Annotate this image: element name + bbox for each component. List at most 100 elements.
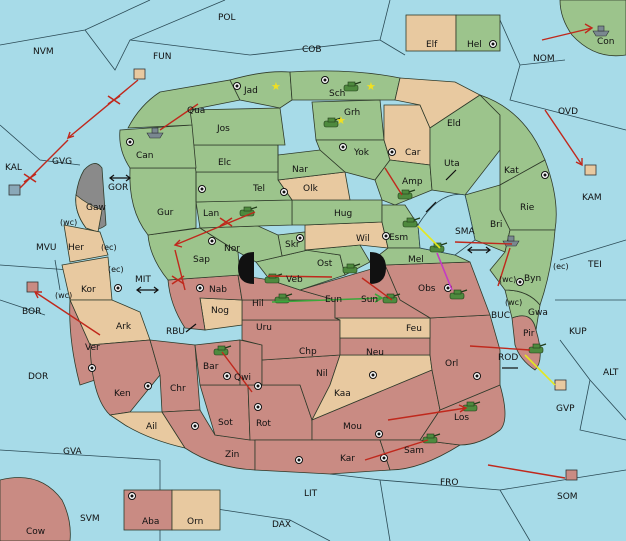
label-dax: DAX [272,520,291,530]
label-pol: POL [218,13,236,23]
label-nvm: NVM [33,47,54,57]
inner-borders [195,145,279,202]
label-fro: FRO [440,478,459,488]
province-ken[interactable] [89,339,161,416]
label-elc: Elc [218,158,231,168]
province-her[interactable] [63,224,109,263]
label-sun: Sun [361,295,378,305]
label-gaw: Gaw [86,203,106,213]
label-alt: ALT [603,368,619,378]
label-dor: DOR [28,372,48,382]
label-tei: TEI [587,260,602,270]
sc-grh [339,143,347,151]
sc-sot [254,403,262,411]
order-arrows [19,23,594,479]
province-byn[interactable] [489,229,556,306]
label-ver: Ver [85,343,100,353]
ship-icon [146,127,164,139]
province-neu[interactable] [339,337,431,356]
label-gvg: GVG [52,157,72,167]
tank-icon [342,263,361,274]
label-jad: Jad [243,86,258,96]
label-hug: Hug [334,209,352,219]
province-nab[interactable] [167,274,243,331]
labels: POL NVM FUN COB Elf Hel Con NOM OVD KAL … [5,13,619,537]
sc-olk [280,188,288,196]
province-kat[interactable] [479,94,546,186]
sc-can [126,138,134,146]
label-gor: GOR [108,183,128,193]
province-gur[interactable] [129,167,197,236]
dislodged-unit-icon [565,469,578,481]
label-sma: SMA [455,227,475,237]
label-her: Her [68,243,84,253]
province-grh[interactable] [311,99,385,141]
province-elc[interactable] [191,144,279,173]
label-mit: MIT [135,275,151,285]
label-sam: Sam [404,446,424,456]
boundary-marker-east [370,252,386,284]
label-amp: Amp [402,177,423,187]
province-los[interactable] [419,384,506,446]
label-nor: Nor [224,244,240,254]
label-olk: Olk [303,184,319,194]
label-nab: Nab [209,285,227,295]
tank-icon [213,345,232,356]
province-orn[interactable] [171,489,221,531]
label-qua: Qua [187,106,205,116]
sc-sch [321,76,329,84]
province-cow[interactable] [0,477,71,541]
label-kal: KAL [5,163,22,173]
label-uta: Uta [444,159,460,169]
province-can[interactable] [119,124,197,169]
label-hil: Hil [252,299,264,309]
label-sch: Sch [329,89,345,99]
province-orl[interactable] [429,314,501,411]
province-kar[interactable] [254,439,391,475]
province-elf[interactable] [405,14,457,52]
province-jad[interactable] [229,71,293,109]
label-orn: Orn [187,517,203,527]
label-nog: Nog [211,306,229,316]
sc-hel [489,40,497,48]
tank-icon [462,401,481,412]
label-eld: Eld [447,119,461,129]
label-bar: Bar [203,362,219,372]
label-qwi: Qwi [234,373,251,383]
label-zin: Zin [225,450,239,460]
tank-icon [449,289,468,300]
sc-kaa [369,371,377,379]
label-cow: Cow [26,527,45,537]
label-yok: Yok [353,148,370,158]
label-buc: BUC [491,311,510,321]
province-ver[interactable] [69,299,96,386]
sc-orl [473,372,481,380]
label-coast: (ec) [108,265,124,274]
label-esm: Esm [389,233,408,243]
province-sap[interactable] [147,227,241,281]
sc-nor [208,237,216,245]
province-wil[interactable] [304,221,389,251]
label-gur: Gur [157,208,174,218]
label-coast: (wc) [60,218,77,227]
label-elf: Elf [426,40,438,50]
label-los: Los [454,413,469,423]
tank-icon [343,81,362,92]
province-rot[interactable] [247,384,313,441]
label-hel: Hel [467,40,482,50]
tank-icon [397,189,416,200]
label-pir: Pir [523,329,535,339]
sea-sma[interactable] [417,193,476,256]
sc-chr [223,372,231,380]
sc-car [388,148,396,156]
tank-icon [402,217,421,228]
province-qua[interactable] [127,79,241,129]
tank-icon [382,293,401,304]
province-tel[interactable] [195,171,293,203]
label-sot: Sot [218,418,233,428]
sc-skr [296,234,304,242]
label-gwa: Gwa [528,308,548,318]
sc-ken [144,382,152,390]
label-eun: Eun [325,295,342,305]
